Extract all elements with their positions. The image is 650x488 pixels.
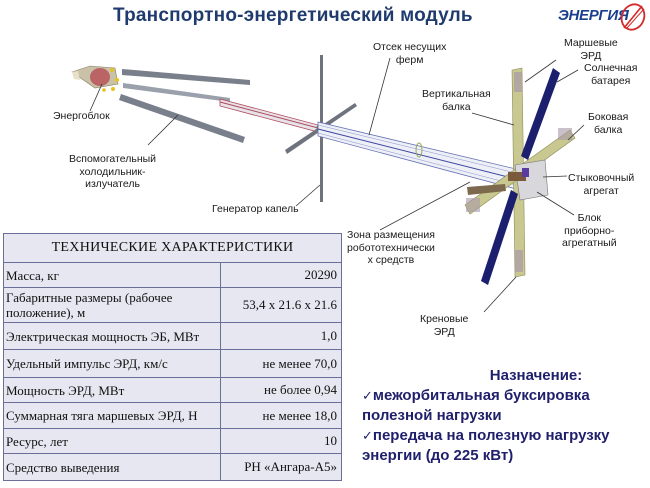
label-line: Вертикальная xyxy=(422,88,491,100)
label-side-beam: Боковая балка xyxy=(588,111,628,136)
label-truss-compartment: Отсек несущих ферм xyxy=(373,41,446,66)
purpose-item-line1: межорбитальная буксировка xyxy=(372,387,590,404)
table-row: Масса, кг 20290 xyxy=(3,262,342,288)
spec-value: не менее 18,0 xyxy=(220,402,342,429)
purpose-item-line2: полезной нагрузки xyxy=(362,407,502,424)
table-row: Удельный импульс ЭРД, км/с не менее 70,0 xyxy=(3,349,342,378)
spec-key: Габаритные размеры (рабочее положение), … xyxy=(3,287,221,323)
label-line: Боковая xyxy=(588,111,629,123)
label-aux-radiator: Вспомогательный холодильник- излучатель xyxy=(69,153,156,191)
label-text: Генератор капель xyxy=(212,203,299,215)
label-line: приборно- xyxy=(564,224,615,237)
label-line: ЭРД xyxy=(433,325,455,338)
table-row: Средство выведения РН «Ангара-А5» xyxy=(3,453,342,481)
spec-key: Удельный импульс ЭРД, км/с xyxy=(3,349,221,378)
page-title: Транспортно-энергетический модуль xyxy=(113,5,473,26)
label-line: Креновые xyxy=(420,313,469,325)
energoblok-body xyxy=(71,65,119,92)
label-solar-array: Солнечная батарея xyxy=(584,62,637,87)
spec-key: Электрическая мощность ЭБ, МВт xyxy=(3,322,221,350)
label-line: Зона размещения xyxy=(347,229,435,241)
label-text: Энергоблок xyxy=(53,110,110,122)
label-line: Стыковочный xyxy=(568,172,635,184)
table-row: Суммарная тяга маршевых ЭРД, Н не менее … xyxy=(3,402,342,429)
label-line: балка xyxy=(442,100,471,113)
spec-value: 1,0 xyxy=(220,322,342,350)
purpose-item: ✓передача на полезную нагрузку xyxy=(362,426,650,446)
table-row: Ресурс, лет 10 xyxy=(3,428,342,454)
label-line: батарея xyxy=(591,74,631,87)
purpose-item-line1: передача на полезную нагрузку xyxy=(372,427,610,444)
label-line: холодильник- xyxy=(79,165,146,178)
spec-key: Суммарная тяга маршевых ЭРД, Н xyxy=(3,402,221,429)
specs-header-row: ТЕХНИЧЕСКИЕ ХАРАКТЕРИСТИКИ xyxy=(3,233,342,263)
table-row: Мощность ЭРД, МВт не более 0,94 xyxy=(3,377,342,403)
label-line: Вспомогательный xyxy=(69,153,157,165)
purpose-item-line2: энергии (до 225 кВт) xyxy=(362,447,514,464)
label-line: излучатель xyxy=(85,178,140,190)
logo-emblem-icon xyxy=(620,3,646,31)
spec-value: не менее 70,0 xyxy=(220,349,342,378)
spec-key: Средство выведения xyxy=(3,453,221,481)
label-droplet-generator: Генератор капель xyxy=(212,203,299,216)
spec-key: Масса, кг xyxy=(3,262,221,288)
purpose-item: ✓межорбитальная буксировка xyxy=(362,386,650,406)
spec-value: РН «Ангара-А5» xyxy=(220,453,342,481)
label-line: Солнечная xyxy=(584,62,638,74)
label-line: агрегатный xyxy=(562,237,617,249)
label-instrument-block: Блок приборно- агрегатный xyxy=(562,212,617,250)
label-line: робототехнически xyxy=(347,241,435,254)
table-row: Электрическая мощность ЭБ, МВт 1,0 xyxy=(3,322,342,350)
label-line: Отсек несущих xyxy=(373,41,447,53)
label-line: Блок xyxy=(577,212,602,224)
spec-value: 10 xyxy=(220,428,342,454)
specs-table: ТЕХНИЧЕСКИЕ ХАРАКТЕРИСТИКИ Масса, кг 202… xyxy=(3,233,342,481)
table-row: Габаритные размеры (рабочее положение), … xyxy=(3,287,342,323)
label-line: балка xyxy=(593,123,623,136)
label-robotics-zone: Зона размещения робототехнически х средс… xyxy=(347,229,435,267)
label-roll-thrusters: Креновые ЭРД xyxy=(420,313,468,338)
label-energoblok: Энергоблок xyxy=(53,110,110,123)
label-line: Маршевые xyxy=(564,37,618,49)
purpose-heading: Назначение: xyxy=(489,367,583,384)
label-vertical-beam: Вертикальная балка xyxy=(422,88,491,113)
purpose-block: Назначение: ✓межорбитальная буксировка п… xyxy=(362,366,650,466)
label-main-thrusters: Маршевые ЭРД xyxy=(564,37,618,62)
label-docking-unit: Стыковочный агрегат xyxy=(568,172,634,197)
label-line: х средств xyxy=(367,254,415,266)
spec-key: Мощность ЭРД, МВт xyxy=(3,377,221,403)
checkmark-icon: ✓ xyxy=(362,428,373,443)
energia-logo: ЭНЕРГИЯ xyxy=(556,2,646,32)
checkmark-icon: ✓ xyxy=(362,388,373,403)
spec-value: 20290 xyxy=(220,262,342,288)
spec-key: Ресурс, лет xyxy=(3,428,221,454)
spec-value: 53,4 x 21.6 x 21.6 xyxy=(220,287,342,323)
label-line: агрегат xyxy=(583,184,619,197)
logo-text: ЭНЕРГИЯ xyxy=(558,7,629,24)
spec-value: не более 0,94 xyxy=(220,377,342,403)
label-line: ЭРД xyxy=(580,49,602,62)
specs-header: ТЕХНИЧЕСКИЕ ХАРАКТЕРИСТИКИ xyxy=(3,233,342,263)
label-line: ферм xyxy=(395,53,424,66)
